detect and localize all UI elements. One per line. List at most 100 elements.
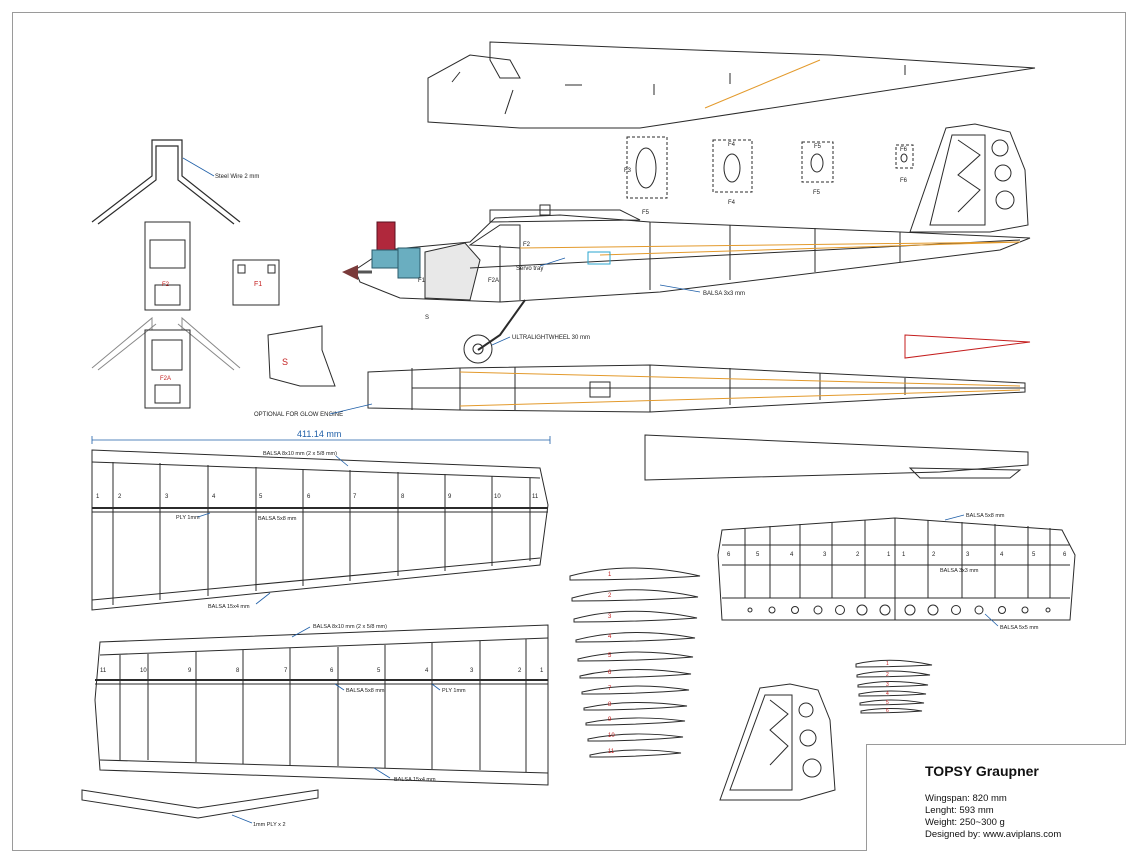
wing-bottom-rib-numbers: 11 10 9 8 7 6 5 4 3 2 1 (100, 668, 544, 674)
former-f5-bottom-label: F5 (813, 190, 821, 196)
wing-top-rib-9: 9 (448, 494, 452, 500)
landing-gear-wire (91, 139, 241, 225)
small-rib-5: 5 (886, 700, 889, 706)
wing-top-balsa-label: BALSA 5x8 mm (258, 516, 297, 522)
wing-bottom-te-label: BALSA 15x4 mm (394, 777, 436, 783)
former-f4-label: F4 (728, 142, 736, 148)
fuselage-top-view (367, 364, 1026, 413)
landing-gear-lower (91, 316, 241, 371)
former-f3-bottom-label: F5 (642, 210, 650, 216)
wing-right-panel (91, 449, 549, 611)
former-f2-part (144, 221, 191, 311)
former-f1-label: F1 (418, 278, 426, 284)
former-f6-bottom-label: F6 (900, 178, 908, 184)
vertical-fin-top (909, 123, 1029, 233)
spec-weight: Weight: 250~300 g (925, 817, 1005, 828)
rib-profile-9: 9 (608, 717, 612, 723)
wing-top-rib-2: 2 (118, 494, 122, 500)
stab-rib-numbers: 6 5 4 3 2 1 1 2 3 4 5 6 (727, 552, 1067, 558)
small-rib-numbers: 1 2 3 4 5 6 (886, 661, 889, 714)
stab-rib-l4: 4 (790, 552, 794, 558)
wing-bottom-rib-6: 6 (330, 668, 334, 674)
stab-rib-r3: 3 (966, 552, 970, 558)
stab-rib-l3: 3 (823, 552, 827, 558)
rib-profile-7: 7 (608, 686, 612, 692)
wing-top-rib-11: 11 (532, 494, 539, 500)
formers-row (626, 136, 914, 199)
wing-top-rib-4: 4 (212, 494, 216, 500)
wing-bottom-balsa-label: BALSA 5x8 mm (346, 688, 385, 694)
stab-rib-r6: 6 (1063, 552, 1067, 558)
small-ribs (855, 659, 933, 714)
model-title: TOPSY Graupner (925, 763, 1039, 779)
part-s (267, 325, 336, 387)
stab-rib-l2: 2 (856, 552, 860, 558)
former-f5-label: F5 (814, 144, 822, 150)
spec-wingspan: Wingspan: 820 mm (925, 793, 1007, 804)
stab-rib-r5: 5 (1032, 552, 1036, 558)
f1-part-label: F1 (254, 281, 262, 288)
former-f6-label: F6 (900, 147, 908, 153)
rib-profile-5: 5 (608, 653, 612, 659)
wing-bottom-spar-label: BALSA 8x10 mm (2 x 5/8 mm) (313, 624, 387, 630)
horizontal-stabilizer (717, 517, 1076, 621)
dimension-label: 411.14 mm (297, 429, 341, 439)
stab-rib-l6: 6 (727, 552, 731, 558)
drawing-border (12, 12, 1126, 851)
stab-te-label: BALSA 5x5 mm (1000, 625, 1039, 631)
wing-bottom-rib-7: 7 (284, 668, 288, 674)
wing-bottom-rib-9: 9 (188, 668, 192, 674)
wing-top-rib-6: 6 (307, 494, 311, 500)
rib-profile-4: 4 (608, 634, 612, 640)
dihedral-brace (81, 789, 319, 819)
small-rib-6: 6 (886, 708, 889, 714)
stab-rib-r2: 2 (932, 552, 936, 558)
wing-top-rib-numbers: 1 2 3 4 5 6 7 8 9 10 11 (96, 494, 539, 500)
rib-profile-11: 11 (608, 749, 615, 755)
wing-bottom-rib-10: 10 (140, 668, 147, 674)
stab-rib-r1: 1 (902, 552, 906, 558)
small-rib-4: 4 (886, 691, 889, 697)
rib-profiles (569, 567, 701, 758)
wing-bottom-rib-5: 5 (377, 668, 381, 674)
wing-top-rib-1: 1 (96, 494, 100, 500)
stab-rib-l1: 1 (887, 552, 891, 558)
former-f2a-label: F2A (488, 278, 499, 284)
wing-left-panel (94, 624, 549, 786)
stab-rib-r4: 4 (1000, 552, 1004, 558)
spec-length: Lenght: 593 mm (925, 805, 994, 816)
former-f2-label: F2 (523, 242, 531, 248)
part-s-label: S (425, 315, 429, 321)
fuselage-top-sheet (427, 41, 1036, 129)
wing-bottom-ply-label: PLY 1mm (442, 688, 466, 694)
wing-top-rib-10: 10 (494, 494, 501, 500)
rib-profile-10: 10 (608, 733, 615, 739)
spec-designer: Designed by: www.aviplans.com (925, 829, 1062, 840)
rib-profile-1: 1 (608, 572, 612, 578)
small-rib-3: 3 (886, 682, 889, 688)
fuselage-side-view (354, 204, 1031, 364)
wing-bottom-rib-2: 2 (518, 668, 522, 674)
small-rib-2: 2 (886, 672, 889, 678)
wing-top-rib-3: 3 (165, 494, 169, 500)
dihedral-label: 1mm PLY x 2 (253, 822, 286, 828)
stab-mid-label: BALSA 3x3 mm (940, 568, 979, 574)
wing-top-ply-label: PLY 1mm (176, 515, 200, 521)
former-f4-bottom-label: F4 (728, 200, 736, 206)
rib-profile-3: 3 (608, 614, 612, 620)
wing-top-rib-8: 8 (401, 494, 405, 500)
glow-engine-icon (342, 221, 421, 280)
dimension-line (91, 436, 551, 444)
optional-glow-label: OPTIONAL FOR GLOW ENGINE (254, 412, 343, 418)
rib-profile-6: 6 (608, 670, 612, 676)
wing-bottom-rib-4: 4 (425, 668, 429, 674)
wing-top-rib-7: 7 (353, 494, 357, 500)
former-f2a-part (144, 329, 191, 409)
fuselage-balsa-label: BALSA 3x3 mm (703, 291, 745, 297)
small-rib-1: 1 (886, 661, 889, 667)
wing-top-rib-5: 5 (259, 494, 263, 500)
former-f3-label: F3 (624, 168, 632, 174)
vertical-fin-bottom (719, 683, 836, 801)
